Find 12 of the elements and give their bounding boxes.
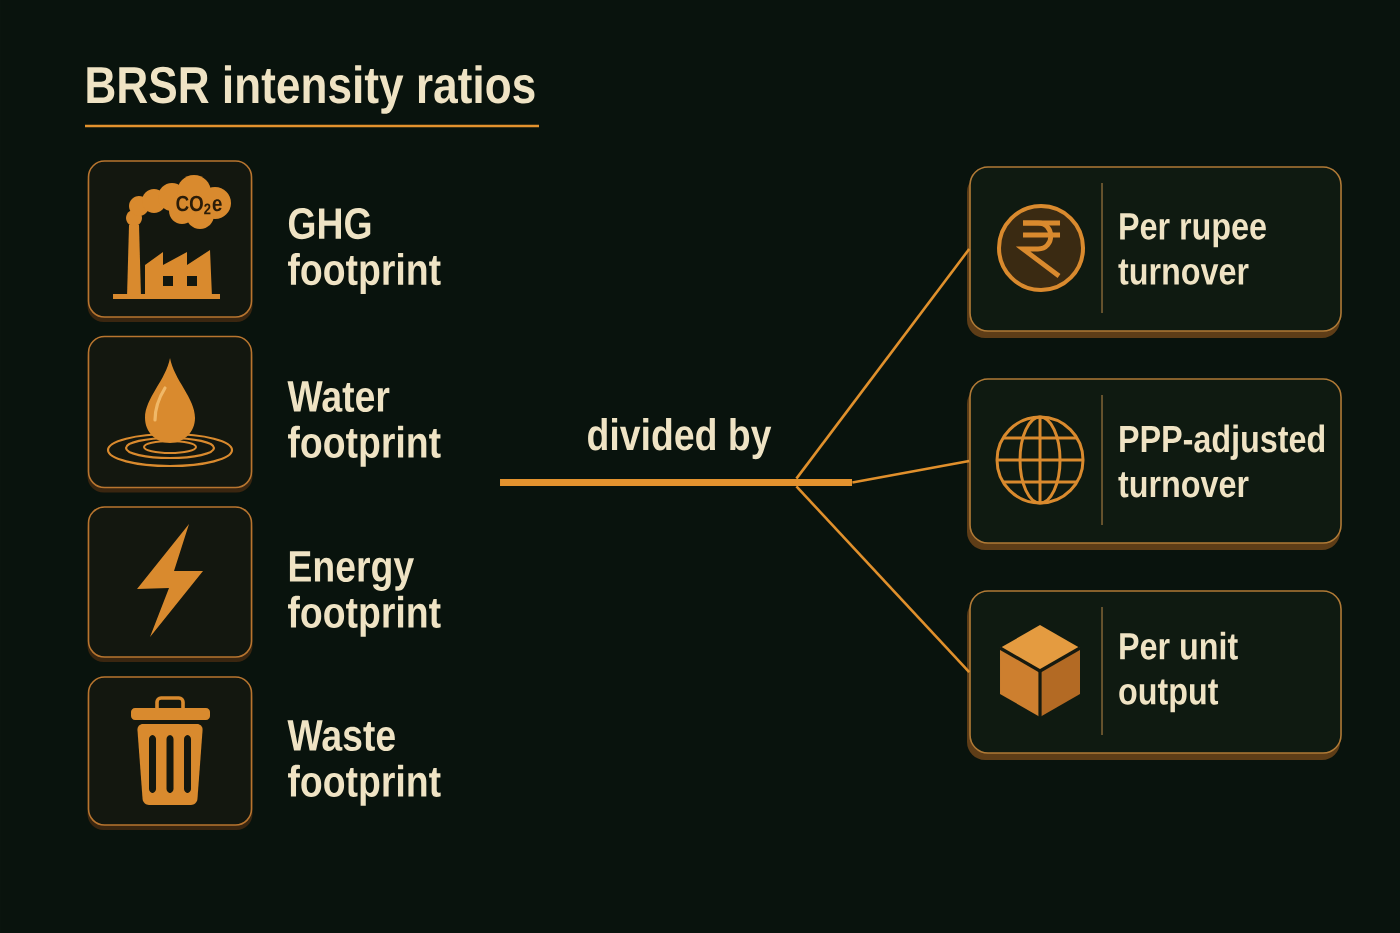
item-label: Energy footprint [288,551,441,637]
item-label: Waste footprint [287,720,441,806]
connector-line [795,485,971,673]
connector-line [795,248,971,480]
title: BRSR intensity ratios [87,65,535,114]
bar [500,479,852,486]
connector-line [852,459,970,484]
item-label: Water footprint [287,381,441,467]
label-box: Per unit output [967,590,1342,760]
item-label: GHG footprint [288,208,441,294]
bar-label: divided by [588,418,772,460]
label-box: PPP-adjusted turnover [967,378,1342,550]
